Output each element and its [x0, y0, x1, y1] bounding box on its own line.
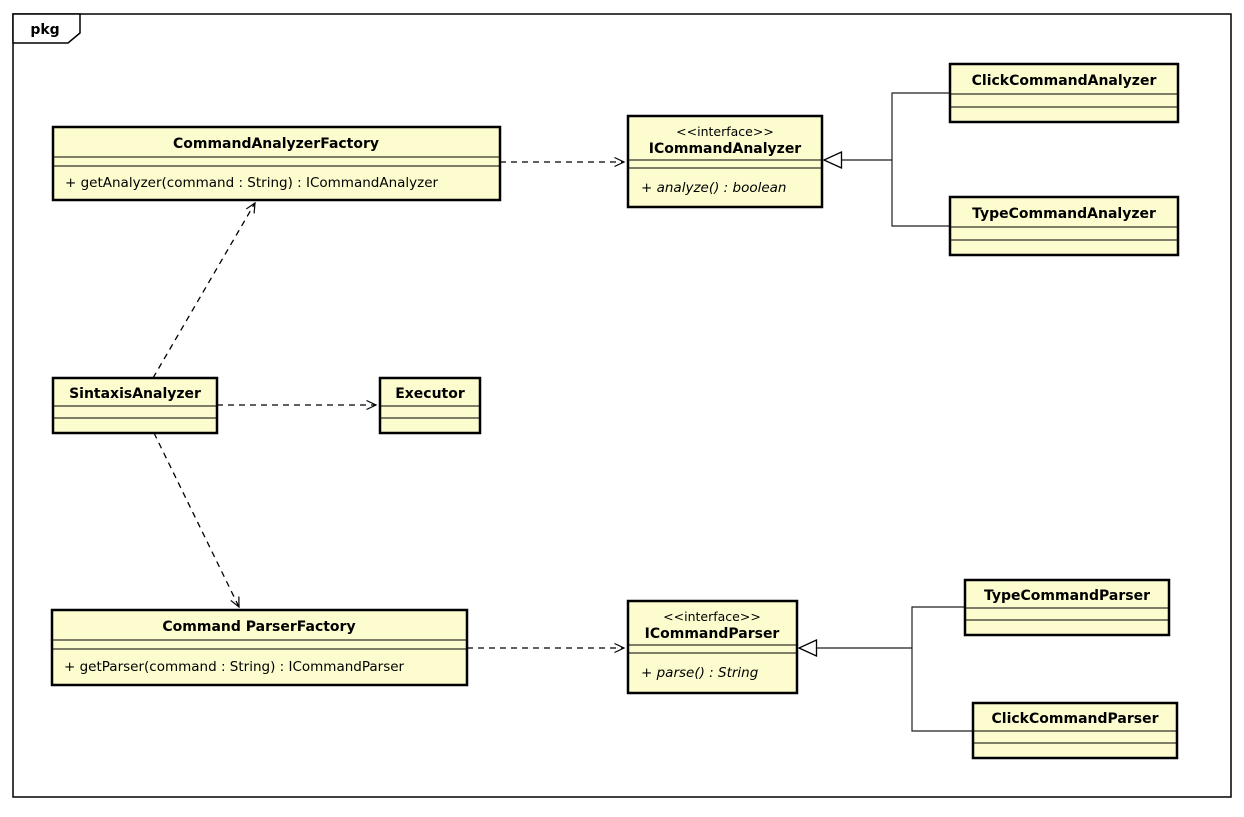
class-name: ICommandParser [645, 626, 780, 642]
package-label: pkg [30, 22, 59, 38]
class-type-command-analyzer: TypeCommandAnalyzer [948, 195, 1180, 257]
class-name: ICommandAnalyzer [649, 141, 802, 157]
dependency-sintaxis-to-analyzerfactory [152, 201, 256, 379]
class-name: SintaxisAnalyzer [69, 386, 201, 402]
dependency-sintaxis-to-parserfactory [153, 432, 240, 609]
realization-parsers [799, 606, 973, 732]
class-name: ClickCommandParser [992, 711, 1159, 727]
class-body [948, 195, 1180, 257]
class-executor: Executor [378, 376, 482, 435]
class-body [50, 608, 469, 687]
class-method: + parse() : String [641, 665, 759, 681]
class-method: + analyze() : boolean [641, 180, 786, 196]
realization-connector-parsers [911, 606, 973, 732]
class-command-analyzer-factory: CommandAnalyzerFactory + getAnalyzer(com… [51, 125, 502, 202]
class-body [626, 114, 824, 209]
class-name: TypeCommandAnalyzer [972, 206, 1156, 222]
class-click-command-parser: ClickCommandParser [971, 701, 1179, 760]
package-frame: pkg [12, 13, 1232, 798]
interface-stereotype: <<interface>> [663, 609, 761, 624]
class-command-parser-factory: Command ParserFactory + getParser(comman… [50, 608, 469, 687]
class-body [626, 599, 799, 695]
class-name: ClickCommandAnalyzer [972, 73, 1157, 89]
class-method: + getParser(command : String) : ICommand… [64, 659, 405, 675]
package-tab [12, 13, 81, 44]
class-method: + getAnalyzer(command : String) : IComma… [65, 175, 439, 191]
class-type-command-parser: TypeCommandParser [963, 578, 1171, 637]
realization-connector-analyzers [891, 92, 950, 227]
realization-analyzers [824, 92, 950, 227]
class-name: CommandAnalyzerFactory [173, 136, 379, 152]
interface-icommand-analyzer: <<interface>> ICommandAnalyzer + analyze… [626, 114, 824, 209]
package-frame-border [12, 13, 1232, 798]
class-name: Executor [395, 386, 465, 402]
class-body [51, 125, 502, 202]
interface-stereotype: <<interface>> [676, 124, 774, 139]
interface-icommand-parser: <<interface>> ICommandParser + parse() :… [626, 599, 799, 695]
class-sintaxis-analyzer: SintaxisAnalyzer [51, 376, 219, 435]
class-name: TypeCommandParser [984, 588, 1150, 604]
class-name: Command ParserFactory [162, 619, 355, 635]
class-body [948, 62, 1180, 124]
class-click-command-analyzer: ClickCommandAnalyzer [948, 62, 1180, 124]
